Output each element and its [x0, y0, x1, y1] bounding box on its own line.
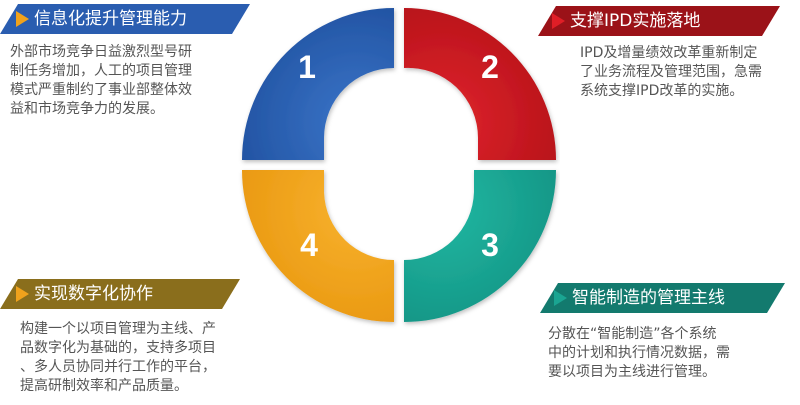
- banner-title-1: 信息化提升管理能力: [34, 9, 187, 29]
- arrow-icon: [552, 13, 565, 29]
- description-3: 分散在“智能制造”各个系统 中的计划和执行情况数据，需 要以项目为主线进行管理。: [548, 326, 730, 380]
- arrow-icon: [554, 290, 567, 306]
- quadrant-2-segment: [404, 8, 556, 160]
- arrow-icon: [16, 286, 29, 302]
- ring-diagram: 1 2 3 4: [242, 8, 556, 322]
- quadrant-2-number: 2: [481, 49, 499, 85]
- description-4: 构建一个以项目管理为主线、产 品数字化为基础的，支持多项目 、多人员协同并行工作…: [20, 321, 216, 394]
- arrow-icon: [16, 11, 29, 27]
- quadrant-4-segment: [242, 170, 394, 322]
- banner-quadrant-4: 实现数字化协作: [0, 279, 240, 309]
- description-2: IPD及增量绩效改革重新制定 了业务流程及管理范围，急需 系统支撑IPD改革的实…: [580, 45, 762, 99]
- quadrant-3-number: 3: [481, 227, 499, 263]
- quadrant-1-segment: [242, 8, 394, 160]
- quadrant-1-number: 1: [298, 49, 316, 85]
- banner-quadrant-1: 信息化提升管理能力: [0, 4, 250, 34]
- banner-title-3: 智能制造的管理主线: [572, 288, 725, 308]
- banner-quadrant-3: 智能制造的管理主线: [540, 283, 785, 313]
- banner-title-2: 支撑IPD实施落地: [570, 11, 701, 31]
- quadrant-3-segment: [404, 170, 556, 322]
- banner-title-4: 实现数字化协作: [34, 284, 153, 304]
- quadrant-4-number: 4: [300, 227, 318, 263]
- description-1: 外部市场竞争日益激烈型号研 制任务增加，人工的项目管理 模式严重制约了事业部整体…: [10, 44, 192, 117]
- banner-quadrant-2: 支撑IPD实施落地: [538, 6, 780, 36]
